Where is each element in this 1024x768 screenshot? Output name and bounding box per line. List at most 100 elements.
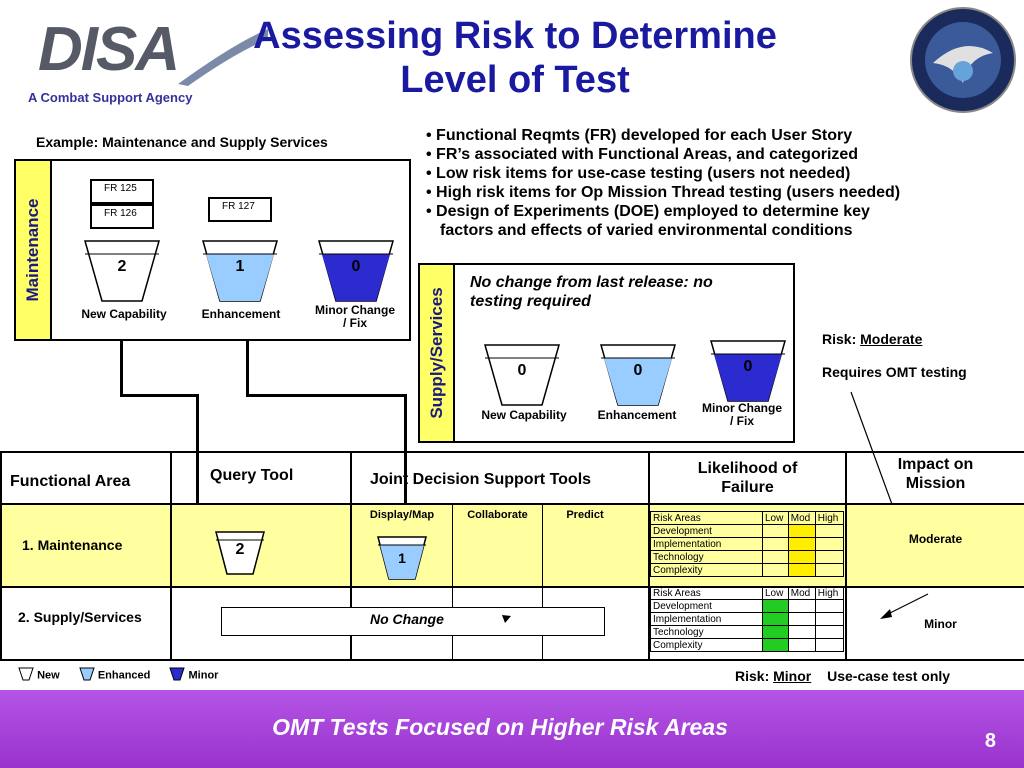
grid-line: [170, 451, 172, 659]
risk-cell: [814, 563, 845, 577]
risk-area: Technology: [650, 550, 763, 564]
risk-col-header: Mod: [787, 511, 816, 525]
disa-swoosh-icon: [173, 24, 273, 99]
header-impact: Impact on Mission: [847, 455, 1024, 493]
impact-minor: Minor: [924, 617, 957, 631]
risk-cell-mod: [787, 524, 816, 538]
page-title: Assessing Risk to Determine Level of Tes…: [230, 14, 800, 102]
connector-line: [246, 394, 406, 397]
connector-line: [246, 341, 249, 396]
subheader-predict: Predict: [566, 509, 604, 521]
risk-note: Use-case test only: [827, 668, 951, 684]
cup-minor-change: 0: [318, 240, 394, 302]
risk-cell: [762, 524, 789, 538]
bullet-text: FR’s associated with Functional Areas, a…: [436, 146, 859, 163]
risk-moderate-note: Requires OMT testing: [822, 364, 967, 380]
legend-minor-icon: [169, 667, 186, 684]
cup-new-capability: 0: [484, 344, 560, 406]
fr-125-label: FR 125: [104, 183, 137, 194]
fr-125-box: FR 125: [90, 179, 154, 204]
risk-arrow-icon: [876, 591, 936, 626]
fr-126-box: FR 126: [90, 204, 154, 229]
fr-127-box: FR 127: [208, 197, 272, 222]
risk-cell: [787, 612, 816, 626]
cup-minor-change: 0: [710, 340, 786, 402]
page-number: 8: [984, 730, 996, 752]
bullet-item: • Functional Reqmts (FR) developed for e…: [426, 127, 853, 144]
cup-value: 1: [235, 258, 245, 275]
cup-value: 1: [398, 550, 406, 566]
disa-logo-text: DISA: [38, 15, 180, 84]
title-line-1: Assessing Risk to Determine: [253, 15, 777, 57]
bullet-list: • Functional Reqmts (FR) developed for e…: [426, 126, 900, 240]
cup-value: 2: [235, 541, 245, 558]
risk-cell: [762, 550, 789, 564]
risk-cell: [787, 599, 816, 613]
risk-area: Development: [650, 599, 763, 613]
bullet-item: • FR’s associated with Functional Areas,…: [426, 146, 859, 163]
risk-cell: [762, 563, 789, 577]
subheader-display-map: Display/Map: [369, 509, 435, 521]
agency-seal-icon: [908, 5, 1018, 115]
legend-enhanced-icon: [79, 667, 95, 684]
header-jdst: Joint Decision Support Tools: [370, 471, 592, 488]
risk-cell: [762, 537, 789, 551]
grid-line: [0, 503, 1024, 505]
cup-value: 2: [117, 258, 127, 275]
label-minor-change-line2: / Fix: [729, 414, 754, 428]
label-enhancement: Enhancement: [201, 307, 281, 321]
cup-enhancement: 1: [202, 240, 278, 302]
supply-label-text: Supply/Services: [426, 287, 446, 419]
subheader-collaborate: Collaborate: [467, 509, 528, 521]
arrow-icon: [500, 612, 512, 630]
risk-col-header: Low: [762, 586, 789, 600]
cup-value: 0: [351, 258, 361, 275]
risk-cell-low: [762, 599, 789, 613]
bullet-text: Functional Reqmts (FR) developed for eac…: [436, 127, 853, 144]
legend-enhanced: Enhanced: [97, 669, 151, 682]
risk-value: Minor: [773, 668, 812, 684]
label-new-capability: New Capability: [81, 307, 167, 321]
risk-cell: [814, 537, 845, 551]
label-minor-change-line1: Minor Change: [315, 303, 395, 317]
header-likelihood-line1: Likelihood of: [697, 460, 798, 477]
title-line-2: Level of Test: [400, 59, 630, 101]
risk-minor: Risk: Minor Use-case test only: [735, 668, 950, 684]
risk-area: Development: [650, 524, 763, 538]
risk-area: Complexity: [650, 638, 763, 652]
risk-prefix: Risk:: [822, 331, 857, 347]
risk-cell: [814, 638, 845, 652]
bullet-text: Design of Experiments (DOE) employed to …: [436, 203, 870, 220]
bullet-item: • High risk items for Op Mission Thread …: [426, 184, 901, 201]
label-minor-change: Minor Change / Fix: [690, 402, 794, 428]
label-minor-change-line2: / Fix: [342, 316, 367, 330]
row-supply-label: 2. Supply/Services: [18, 609, 142, 625]
bullet-text: factors and effects of varied environmen…: [440, 222, 853, 239]
risk-area: Implementation: [650, 612, 763, 626]
bullet-item: • Low risk items for use-case testing (u…: [426, 165, 851, 182]
cup-value: 0: [633, 362, 643, 379]
disa-logo: DISA A Combat Support Agency: [28, 14, 268, 109]
risk-cell: [814, 612, 845, 626]
label-enhancement: Enhancement: [597, 408, 677, 422]
risk-cell: [787, 638, 816, 652]
example-heading: Example: Maintenance and Supply Services: [36, 134, 328, 150]
risk-moderate: Risk: Moderate: [822, 331, 922, 347]
footer-bar: OMT Tests Focused on Higher Risk Areas 8: [0, 690, 1024, 768]
risk-prefix: Risk:: [735, 668, 770, 684]
risk-col-header: High: [814, 511, 845, 525]
risk-value: Moderate: [860, 331, 923, 347]
legend-minor: Minor: [188, 669, 219, 682]
grid-line: [452, 505, 453, 659]
risk-cell: [814, 599, 845, 613]
legend-new: New: [37, 669, 60, 682]
risk-cell: [814, 524, 845, 538]
legend-new-icon: [18, 667, 34, 684]
risk-cell-low: [762, 625, 789, 639]
cup-value: 0: [743, 358, 753, 375]
disa-tagline: A Combat Support Agency: [28, 90, 193, 105]
risk-cell-mod: [787, 537, 816, 551]
grid-line: [0, 586, 1024, 588]
row-maintenance-label: 1. Maintenance: [22, 537, 123, 553]
risk-cell: [787, 625, 816, 639]
